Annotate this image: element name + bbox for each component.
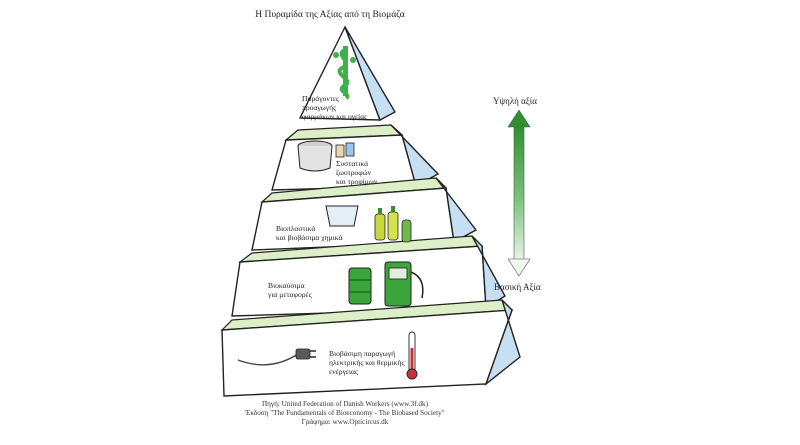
tier-label-food: Συστατικά ζωοτροφών και τροφίμων (336, 159, 378, 186)
arrow-label-high: Υψηλή αξία (493, 96, 537, 106)
thermometer-icon (406, 331, 418, 380)
caduceus-icon (333, 46, 356, 100)
plastic-bottles-icon (325, 205, 412, 243)
tier-label-energy: Βιοβάσιμη παραγωγή ηλεκτρικής και θερμικ… (329, 349, 405, 376)
food-containers-icon (297, 140, 355, 172)
tier-label-bioplastics: Βιοπλαστικά και βιοβάσιμα χημικά (276, 224, 343, 242)
tier-label-pharma: Παράγοντες προαγωγής φαρμάκων και υγείας (302, 94, 368, 121)
pyramid-tier-energy (220, 299, 521, 397)
arrow-label-basic: Βασική Αξία (494, 282, 541, 292)
credit-graphics: Γράφημα: www.Opticircus.dk (301, 418, 389, 426)
fuel-pump-icon (348, 261, 424, 307)
tier-label-biofuels: Βιοκαύσιμα για μεταφορές (268, 281, 312, 299)
diagram-title: Η Πυραμίδα της Αξίας από τη Βιομάζα (255, 10, 405, 20)
credit-source: Πηγή: United Federation of Danish Worker… (261, 400, 428, 408)
power-plug-icon (237, 348, 316, 366)
credit-publication: Έκδοση "The Fundamentals of Bioeconomy -… (245, 409, 445, 417)
value-arrow (507, 109, 531, 277)
